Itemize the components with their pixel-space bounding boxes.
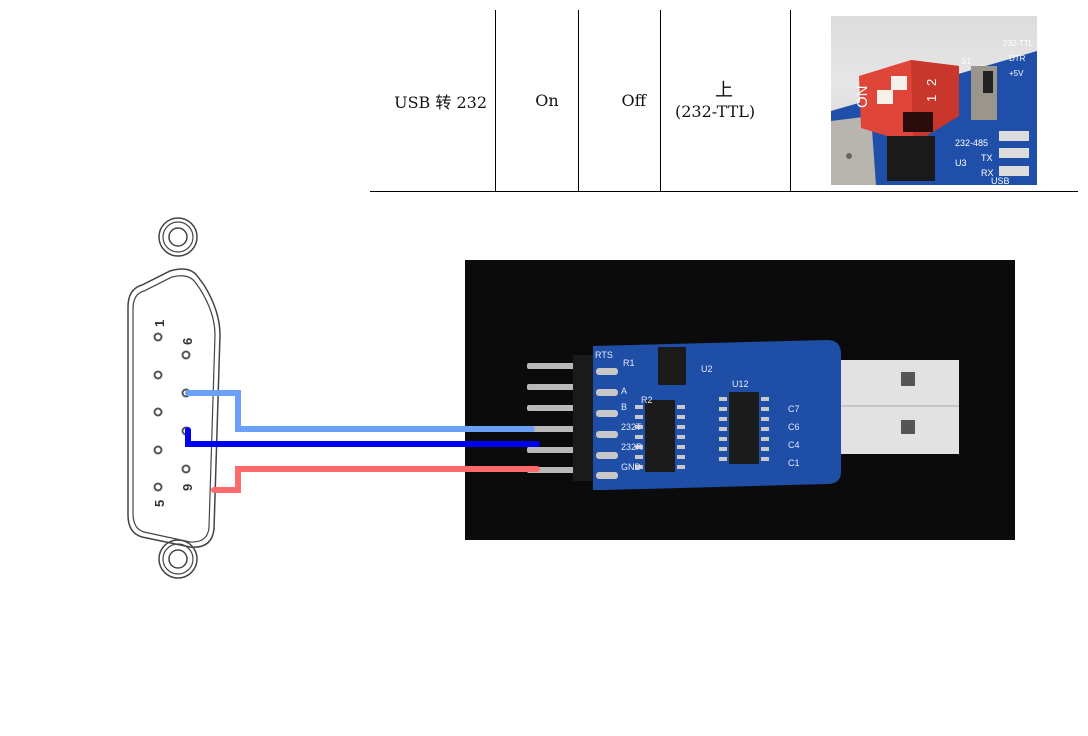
cell-photo: ON 2 1 232-485 TX RX U3 USB S1 232-TTL [791,10,1078,191]
pin-3 [153,407,163,417]
pin-5 [153,482,163,492]
mode-table: USB 转 232 On Off 上 (232-TTL) [370,10,1078,192]
dip-lever-1 [877,90,893,104]
svg-text:RX: RX [981,168,994,178]
switch2-value: Off [621,91,646,110]
pin-label-5: 5 [152,500,167,507]
slide-position-value: 上 [715,79,733,101]
d-shell-outer [127,268,221,548]
cell-switch2: Off [579,10,660,191]
svg-text:S1: S1 [961,57,971,66]
ic-u2 [658,347,686,385]
svg-text:USB: USB [991,176,1010,185]
dip-on-label: ON [854,86,871,109]
svg-text:232-485: 232-485 [955,138,988,148]
mount-nut-bottom [158,539,198,579]
header-label-rts: RTS [595,350,613,360]
usb-plug [841,360,959,454]
svg-text:U2: U2 [701,364,713,374]
pin-6 [181,350,191,360]
pin-label-9: 9 [180,484,195,491]
pin-label-1: 1 [152,320,167,327]
table-divider [660,10,661,192]
table-divider [790,10,791,192]
header-label-232t: 232T [621,422,642,432]
header-label-b: B [621,402,627,412]
header-label-232r: 232R [621,442,643,452]
svg-text:+5V: +5V [1009,69,1024,78]
pin-4 [153,445,163,455]
ic-u1 [645,400,675,472]
table-bottom-border [370,191,1078,192]
mount-nut-top [158,217,198,257]
svg-text:C1: C1 [788,458,800,468]
svg-text:R1: R1 [623,358,635,368]
dip-lever-2 [891,76,907,90]
svg-text:R2: R2 [641,395,653,405]
cell-slide-position: 上 (232-TTL) [661,10,790,191]
svg-text:232-TTL: 232-TTL [1003,39,1034,48]
pin-1 [153,332,163,342]
header-label-a: A [621,386,627,396]
usb-connector [831,116,876,185]
pin-9 [181,464,191,474]
svg-text:C7: C7 [788,404,800,414]
svg-text:TX: TX [981,153,993,163]
slide-position-note: (232-TTL) [675,101,756,121]
svg-text:U12: U12 [732,379,749,389]
usb-module-photo: RTS A B 232T 232R GND R1 R2 U2 U12 C7 C6… [465,260,1015,540]
svg-text:1: 1 [924,95,939,102]
pin-8 [181,426,191,436]
svg-text:C6: C6 [788,422,800,432]
mode-label: USB 转 232 [394,92,487,112]
d-shell-inner [132,275,216,543]
svg-text:C4: C4 [788,440,800,450]
dip-switch-photo: ON 2 1 232-485 TX RX U3 USB S1 232-TTL [831,16,1037,185]
cell-switch1: On [496,10,578,191]
switch1-value: On [535,91,559,110]
pin-7 [181,388,191,398]
db9-connector: 1 6 5 9 [127,217,221,579]
table-divider [578,10,579,192]
svg-text:DTR: DTR [1009,54,1026,63]
pin-2 [153,370,163,380]
ic-u12 [729,392,759,464]
header-label-gnd: GND [621,462,642,472]
svg-text:U3: U3 [955,158,967,168]
svg-text:2: 2 [924,79,939,86]
table-divider [495,10,496,192]
ic-chip [887,136,935,181]
cell-mode: USB 转 232 [370,10,495,191]
header-pins [527,355,593,481]
pin-label-6: 6 [180,338,195,345]
